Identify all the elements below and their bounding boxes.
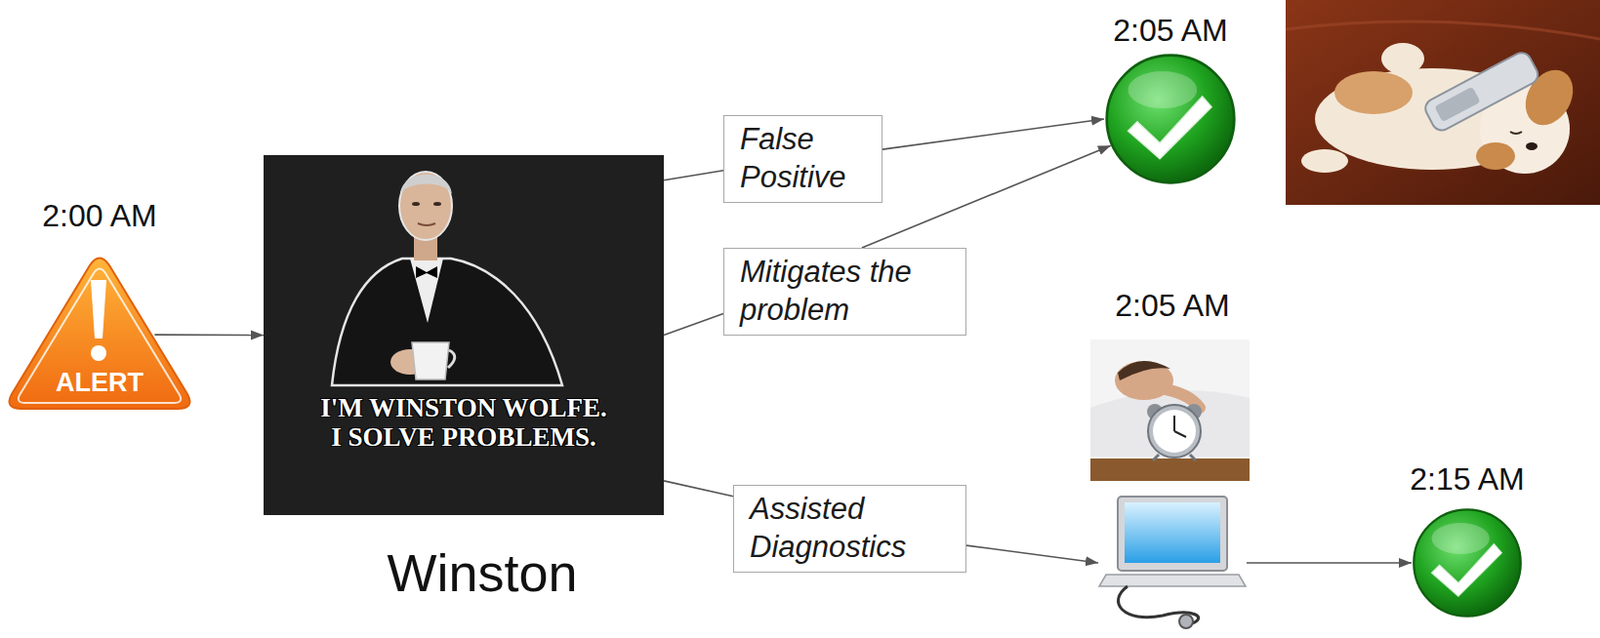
connector-arrow [663,170,724,181]
label-box: Assisted Diagnostics [733,485,967,574]
winston-picture [263,155,664,516]
connector-arrow [663,481,734,497]
box-text: Mitigates the problem [739,252,952,329]
label-box: False Positive [723,115,883,204]
alert-label: ALERT [7,368,192,398]
check-icon [1107,55,1235,184]
connector-arrow [966,545,1099,564]
check-node: 2:05 AM [1104,52,1237,186]
alarm-clock-photo [1090,339,1250,482]
connector-arrow [861,145,1111,248]
connector-arrow [154,333,264,336]
laptop-node: 2:05 AM [1098,496,1247,630]
laptop-stethoscope-icon [1099,496,1246,629]
alert-node: 2:00 AMALERT [7,256,192,411]
winston-panel: I'M WINSTON WOLFE. I SOLVE PROBLEMS.Wins… [263,155,664,516]
box-text: False Positive [739,120,868,197]
puppy-photo [1285,0,1600,206]
check-node: 2:15 AM [1411,507,1523,619]
quote-text: I'M WINSTON WOLFE. I SOLVE PROBLEMS. [316,393,612,452]
caption-text: Winston [263,543,701,603]
time-label: 2:00 AM [0,197,217,235]
time-label: 2:15 AM [1382,460,1553,498]
box-text: Assisted Diagnostics [749,490,952,567]
connector-arrow [1246,562,1412,565]
connector-arrow [663,314,724,336]
connector-arrow [882,119,1105,150]
time-label: 2:05 AM [1078,287,1267,325]
label-box: Mitigates the problem [723,247,967,336]
check-icon [1413,509,1520,616]
time-label: 2:05 AM [1084,11,1257,49]
